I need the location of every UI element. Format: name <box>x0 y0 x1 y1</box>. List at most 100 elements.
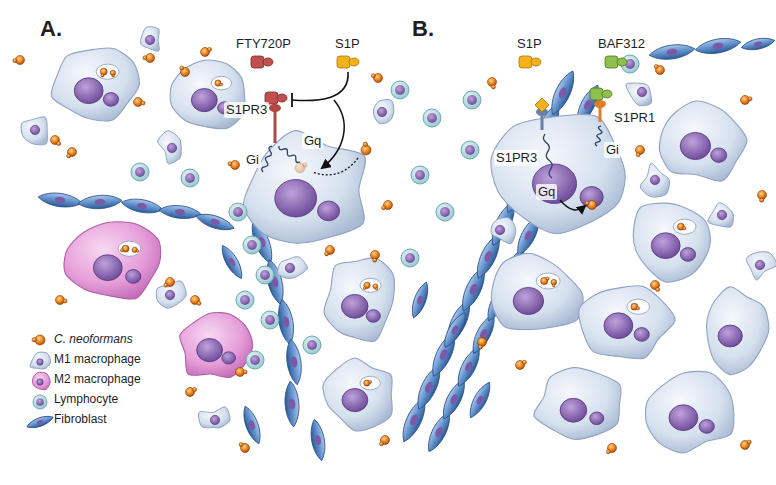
fibroblast <box>218 243 247 282</box>
nucleus <box>342 389 368 412</box>
fungus-layer <box>13 47 767 453</box>
nucleus <box>712 42 724 50</box>
lymphocyte <box>246 351 264 369</box>
nucleus <box>248 420 257 431</box>
drug-name: FTY720P <box>234 36 293 52</box>
fibroblast <box>284 338 304 385</box>
cryptococcus-bud <box>112 75 114 77</box>
cryptococcus-bud <box>164 283 168 287</box>
legend-label: Lymphocyte <box>54 392 118 406</box>
cryptococcus-bud <box>379 442 383 446</box>
ligand-head <box>251 56 264 68</box>
lymphocyte <box>463 91 481 109</box>
nucleus <box>275 180 317 217</box>
fibroblast-body <box>694 35 742 57</box>
cryptococcus-bud <box>373 258 377 262</box>
cryptococcus-bud <box>67 154 71 158</box>
cryptococcus-bud <box>143 56 147 60</box>
nucleus <box>409 413 420 426</box>
small-macrophage <box>199 407 230 428</box>
macrophage <box>534 368 621 440</box>
cryptococcus-bud <box>375 288 377 290</box>
fibroblast <box>694 35 742 57</box>
nucleus <box>637 87 646 96</box>
receptor-stem <box>274 108 277 143</box>
ligand-head <box>605 56 618 68</box>
legend-label: Fibroblast <box>54 412 107 426</box>
fibroblast <box>408 280 432 320</box>
nucleus <box>250 355 260 365</box>
nucleus <box>167 143 176 152</box>
legend-label: C. neoformans <box>54 332 133 346</box>
lymphocyte <box>411 166 429 184</box>
macrophage <box>170 60 245 129</box>
cryptococcus-bud <box>382 206 386 210</box>
cryptococcus-bud <box>120 249 123 252</box>
cryptococcus-bud <box>303 163 308 168</box>
nucleus <box>427 113 437 123</box>
nucleus <box>290 356 298 368</box>
lymphocyte <box>181 169 199 187</box>
fibroblast-layer <box>37 35 775 462</box>
nucleus <box>699 420 714 434</box>
nucleus <box>450 324 460 335</box>
cryptococcus-bud <box>243 370 247 374</box>
fibroblast <box>423 409 455 454</box>
nucleus <box>314 435 322 446</box>
phagosome <box>96 64 119 79</box>
nucleus <box>37 359 43 365</box>
nucleus <box>126 270 141 284</box>
receptor-head <box>594 100 606 108</box>
receptor-name: S1PR3 <box>224 102 269 118</box>
cryptococcus-bud <box>180 66 184 70</box>
nucleus <box>366 310 380 323</box>
macrophage <box>659 101 747 181</box>
fibroblast <box>284 381 301 428</box>
uptake-arrow <box>312 158 358 175</box>
nucleus <box>145 35 154 44</box>
cryptococcus-bud <box>220 83 223 86</box>
lymphocyte <box>461 141 479 159</box>
fibroblast-body <box>465 380 494 421</box>
cryptococcus-bud <box>656 287 660 291</box>
g-protein-label: Gq <box>302 133 323 149</box>
macrophage <box>579 286 676 359</box>
cryptococcus-bud <box>636 307 639 310</box>
fibroblast <box>120 196 164 216</box>
fibroblast <box>37 190 82 209</box>
cryptococcus <box>478 338 487 347</box>
fibroblast <box>440 310 470 351</box>
nucleus <box>583 99 593 111</box>
nucleus <box>175 209 186 216</box>
cryptococcus <box>231 161 240 170</box>
small-macrophage <box>491 218 516 244</box>
nucleus <box>467 95 477 105</box>
fibroblast-body <box>438 377 470 422</box>
cryptococcus-bud <box>363 142 368 147</box>
cryptococcus <box>488 78 497 87</box>
cryptococcus-bud <box>491 85 495 89</box>
macrophage <box>633 203 710 282</box>
fibroblast-body <box>468 311 500 356</box>
cryptococcus-bud <box>101 74 104 77</box>
phagosome <box>360 376 380 390</box>
gq-protein <box>279 146 300 162</box>
fibroblast <box>468 311 500 356</box>
cryptococcus-bud <box>748 97 752 101</box>
g-protein-label: Gi <box>604 142 621 158</box>
cryptococcus-bud <box>585 201 589 205</box>
cryptococcus-bud <box>636 153 640 157</box>
fibroblast-body <box>453 344 485 389</box>
ligand-head <box>519 56 532 68</box>
uptake-arrow <box>560 200 585 210</box>
legend-label: M2 macrophage <box>54 372 141 386</box>
lymphocyte <box>261 311 279 329</box>
nucleus <box>54 196 65 204</box>
inhibition-bar <box>291 93 293 107</box>
small-macrophage <box>640 163 669 197</box>
fibroblast <box>308 418 328 462</box>
macrophage-layer <box>21 27 776 453</box>
nucleus <box>755 260 764 269</box>
